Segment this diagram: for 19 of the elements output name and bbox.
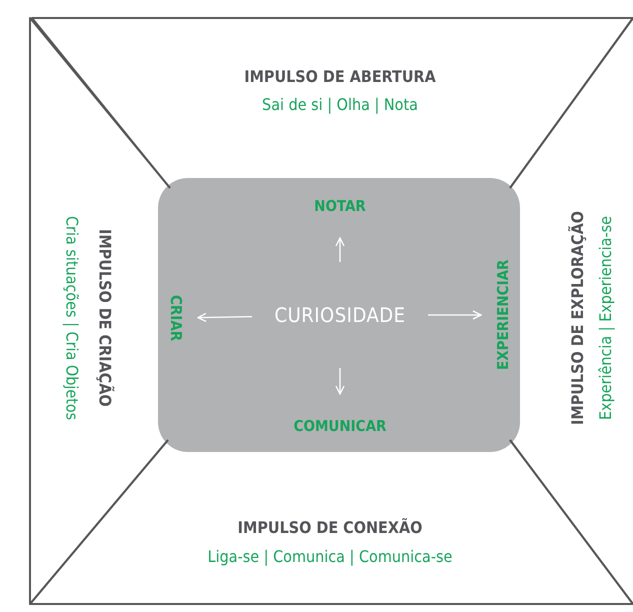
heading: IMPULSO DE CRIAÇÃO xyxy=(96,229,114,407)
arrow xyxy=(428,310,482,320)
concept-label: CURIOSIDADE xyxy=(264,274,416,356)
rounded-box xyxy=(158,178,520,452)
concept-label: NOTAR xyxy=(290,186,390,226)
subtitle: Liga-se | Comunica | Comunica-se xyxy=(208,546,452,566)
concept-label: CRIAR xyxy=(166,288,186,348)
subtitle: Experiência | Experiencia-se xyxy=(596,216,614,420)
arrow xyxy=(335,368,345,395)
arrow xyxy=(197,312,252,322)
concept-label: COMUNICAR xyxy=(270,406,410,446)
concept-label: EXPERIENCIAR xyxy=(493,248,513,382)
quadrant-panel xyxy=(28,16,170,606)
subtitle: Cria situações | Cria Objetos xyxy=(62,216,82,420)
subtitle: Sai de si | Olha | Nota xyxy=(262,94,418,114)
heading: IMPULSO DE ABERTURA xyxy=(244,66,436,86)
heading: IMPULSO DE CONEXÃO xyxy=(238,518,422,536)
arrow xyxy=(335,237,345,262)
heading: IMPULSO DE EXPLORAÇÃO xyxy=(568,211,586,425)
